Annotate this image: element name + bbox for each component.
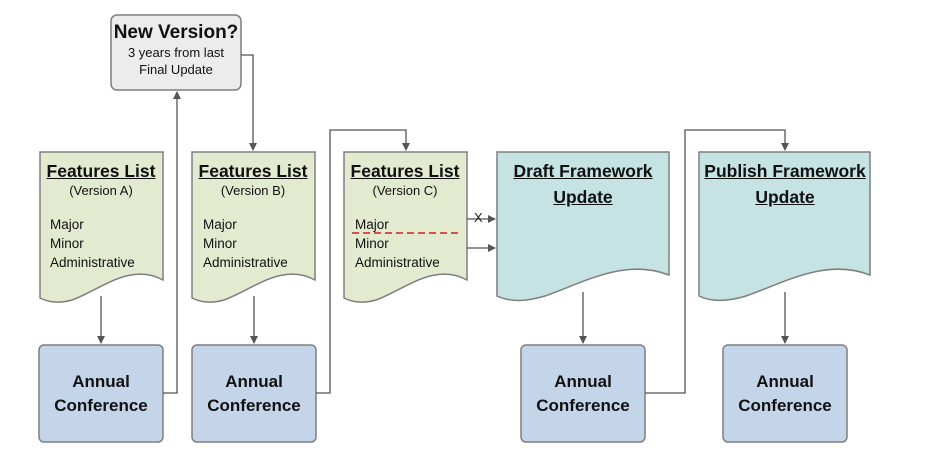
- arrow-conference-3-to-publish: [645, 129, 789, 394]
- conference-2-line-2: Conference: [207, 396, 301, 415]
- features-list-a: Features List (Version A): [37, 160, 165, 200]
- features-list-c-title: Features List: [350, 161, 460, 181]
- conference-4-line-1: Annual: [756, 372, 814, 391]
- new-version-title: New Version?: [113, 22, 239, 43]
- new-version-line-1: 3 years from last: [127, 45, 225, 60]
- arrow-conference-1-to-new-version: [163, 91, 181, 394]
- arrow-new-version-to-features-b: [241, 54, 257, 151]
- features-list-b-item-major: Major: [203, 217, 237, 232]
- draft-framework-shape: [496, 151, 670, 302]
- conference-4: Annual Conference: [723, 370, 847, 418]
- features-list-b: Features List (Version B): [189, 160, 317, 200]
- conference-box-4: [722, 344, 848, 443]
- draft-framework-line-2: Update: [553, 187, 613, 207]
- conference-2: Annual Conference: [192, 370, 316, 418]
- blocked-x-marker: X: [474, 210, 483, 225]
- publish-framework-line-1: Publish Framework: [704, 161, 866, 181]
- conference-4-line-2: Conference: [738, 396, 832, 415]
- features-list-b-item-administrative: Administrative: [203, 255, 288, 270]
- features-list-a-version: (Version A): [69, 183, 133, 198]
- features-list-a-items: Major Minor Administrative: [50, 215, 135, 272]
- features-list-a-title: Features List: [46, 161, 156, 181]
- publish-framework-shape: [698, 151, 871, 302]
- draft-framework: Draft Framework Update: [497, 158, 669, 210]
- features-list-a-item-minor: Minor: [50, 236, 84, 251]
- new-version-box: [110, 14, 242, 91]
- conference-3: Annual Conference: [521, 370, 645, 418]
- features-list-c-item-major: Major: [355, 217, 389, 232]
- arrow-conference-2-to-features-c: [316, 129, 410, 394]
- draft-framework-line-1: Draft Framework: [513, 161, 653, 181]
- features-list-c-item-minor: Minor: [355, 236, 389, 251]
- features-list-b-shape: [191, 151, 316, 303]
- features-list-c-items: Major Minor Administrative: [355, 215, 440, 272]
- publish-framework-line-2: Update: [755, 187, 815, 207]
- new-version-node: New Version? 3 years from last Final Upd…: [111, 22, 241, 78]
- features-list-a-item-administrative: Administrative: [50, 255, 135, 270]
- features-list-c-version: (Version C): [372, 183, 438, 198]
- conference-2-line-1: Annual: [225, 372, 283, 391]
- conference-1-line-1: Annual: [72, 372, 130, 391]
- features-list-a-item-major: Major: [50, 217, 84, 232]
- features-list-c-shape: [343, 151, 468, 303]
- features-list-a-shape: [39, 151, 164, 303]
- features-list-b-items: Major Minor Administrative: [203, 215, 288, 272]
- features-list-c-item-administrative: Administrative: [355, 255, 440, 270]
- conference-3-line-2: Conference: [536, 396, 630, 415]
- conference-3-line-1: Annual: [554, 372, 612, 391]
- new-version-line-2: Final Update: [139, 62, 213, 77]
- features-list-b-item-minor: Minor: [203, 236, 237, 251]
- conference-1-line-2: Conference: [54, 396, 148, 415]
- features-list-c: Features List (Version C): [341, 160, 469, 200]
- features-list-b-version: (Version B): [220, 183, 286, 198]
- features-list-b-title: Features List: [198, 161, 308, 181]
- conference-1: Annual Conference: [39, 370, 163, 418]
- publish-framework: Publish Framework Update: [699, 158, 871, 210]
